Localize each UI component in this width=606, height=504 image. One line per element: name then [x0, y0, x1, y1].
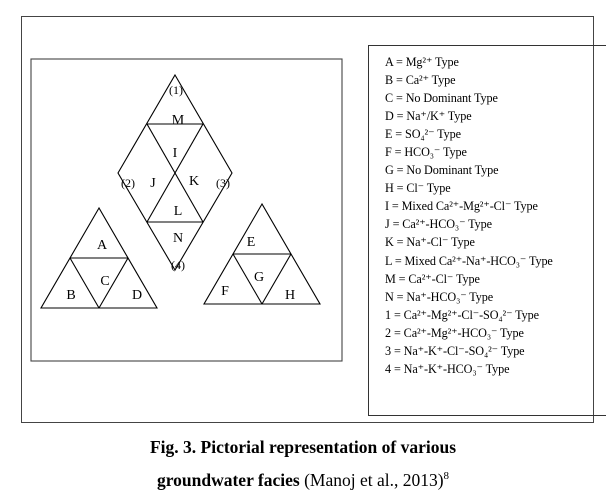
legend-item-f: F = HCO₃⁻ Type — [385, 145, 467, 160]
legend-item-l: L = Mixed Ca²⁺-Na⁺-HCO₃⁻ Type — [385, 253, 553, 268]
caption-reference-number: 8 — [443, 470, 450, 483]
legend-item-1: 1 = Ca²⁺-Mg²⁺-Cl⁻-SO₄²⁻ Type — [385, 307, 539, 322]
diamond-diagonal-b — [146, 123, 204, 223]
right-triangle-inner-left — [232, 253, 263, 305]
legend-item-e: E = SO₄²⁻ Type — [385, 127, 461, 142]
cell-label-m: M — [172, 113, 185, 128]
legend-item-g: G = No Dominant Type — [385, 163, 499, 178]
figure-caption-title: Fig. 3. Pictorial representation of vari… — [0, 437, 606, 458]
cell-label-a: A — [97, 238, 108, 253]
caption-line-1: Fig. 3. Pictorial representation of vari… — [149, 437, 457, 457]
legend-item-2: 2 = Ca²⁺-Mg²⁺-HCO₃⁻ Type — [385, 325, 524, 340]
legend-item-3: 3 = Na⁺-K⁺-Cl⁻-SO₄²⁻ Type — [385, 343, 525, 358]
legend: A = Mg²⁺ Type B = Ca²⁺ Type C = No Domin… — [368, 45, 606, 416]
cell-label-d: D — [132, 288, 142, 303]
cell-label-l: L — [174, 204, 183, 219]
left-triangle-inner-left — [69, 257, 100, 309]
legend-item-i: I = Mixed Ca²⁺-Mg²⁺-Cl⁻ Type — [385, 199, 538, 214]
figure-caption-source: groundwater facies (Manoj et al., 2013)8 — [0, 470, 606, 491]
legend-item-j: J = Ca²⁺-HCO₃⁻ Type — [385, 217, 492, 232]
cell-label-h: H — [285, 288, 295, 303]
central-diamond — [117, 73, 233, 272]
cell-label-j: J — [150, 176, 156, 191]
caption-subject: groundwater facies — [156, 470, 300, 490]
region-label-3: (3) — [216, 176, 230, 190]
cell-label-e: E — [247, 235, 256, 250]
legend-item-k: K = Na⁺-Cl⁻ Type — [385, 235, 475, 250]
legend-item-b: B = Ca²⁺ Type — [385, 73, 456, 88]
cell-label-f: F — [221, 284, 229, 299]
cell-label-g: G — [254, 270, 264, 285]
piper-diagram: A B C D E F G H M I J K L N (1) (2) (3) … — [30, 58, 343, 362]
cell-label-k: K — [189, 174, 199, 189]
region-label-2: (2) — [121, 176, 135, 190]
legend-item-c: C = No Dominant Type — [385, 91, 498, 106]
legend-item-m: M = Ca²⁺-Cl⁻ Type — [385, 271, 480, 286]
diagram-panel-border — [30, 58, 343, 362]
cell-label-i: I — [173, 146, 178, 161]
region-label-1: (1) — [169, 83, 183, 97]
legend-item-4: 4 = Na⁺-K⁺-HCO₃⁻ Type — [385, 361, 510, 376]
legend-item-h: H = Cl⁻ Type — [385, 181, 451, 196]
caption-citation: (Manoj et al., 2013) — [299, 470, 444, 490]
legend-item-a: A = Mg²⁺ Type — [385, 55, 459, 69]
cell-label-n: N — [173, 231, 183, 246]
legend-item-d: D = Na⁺/K⁺ Type — [385, 109, 472, 124]
figure-frame: A B C D E F G H M I J K L N (1) (2) (3) … — [21, 16, 606, 423]
cell-label-c: C — [100, 274, 109, 289]
region-label-4: (4) — [171, 258, 185, 272]
right-triangle-inner-right — [261, 253, 292, 305]
legend-item-n: N = Na⁺-HCO₃⁻ Type — [385, 289, 494, 304]
cell-label-b: B — [66, 288, 75, 303]
left-triangle-inner-right — [98, 257, 129, 309]
